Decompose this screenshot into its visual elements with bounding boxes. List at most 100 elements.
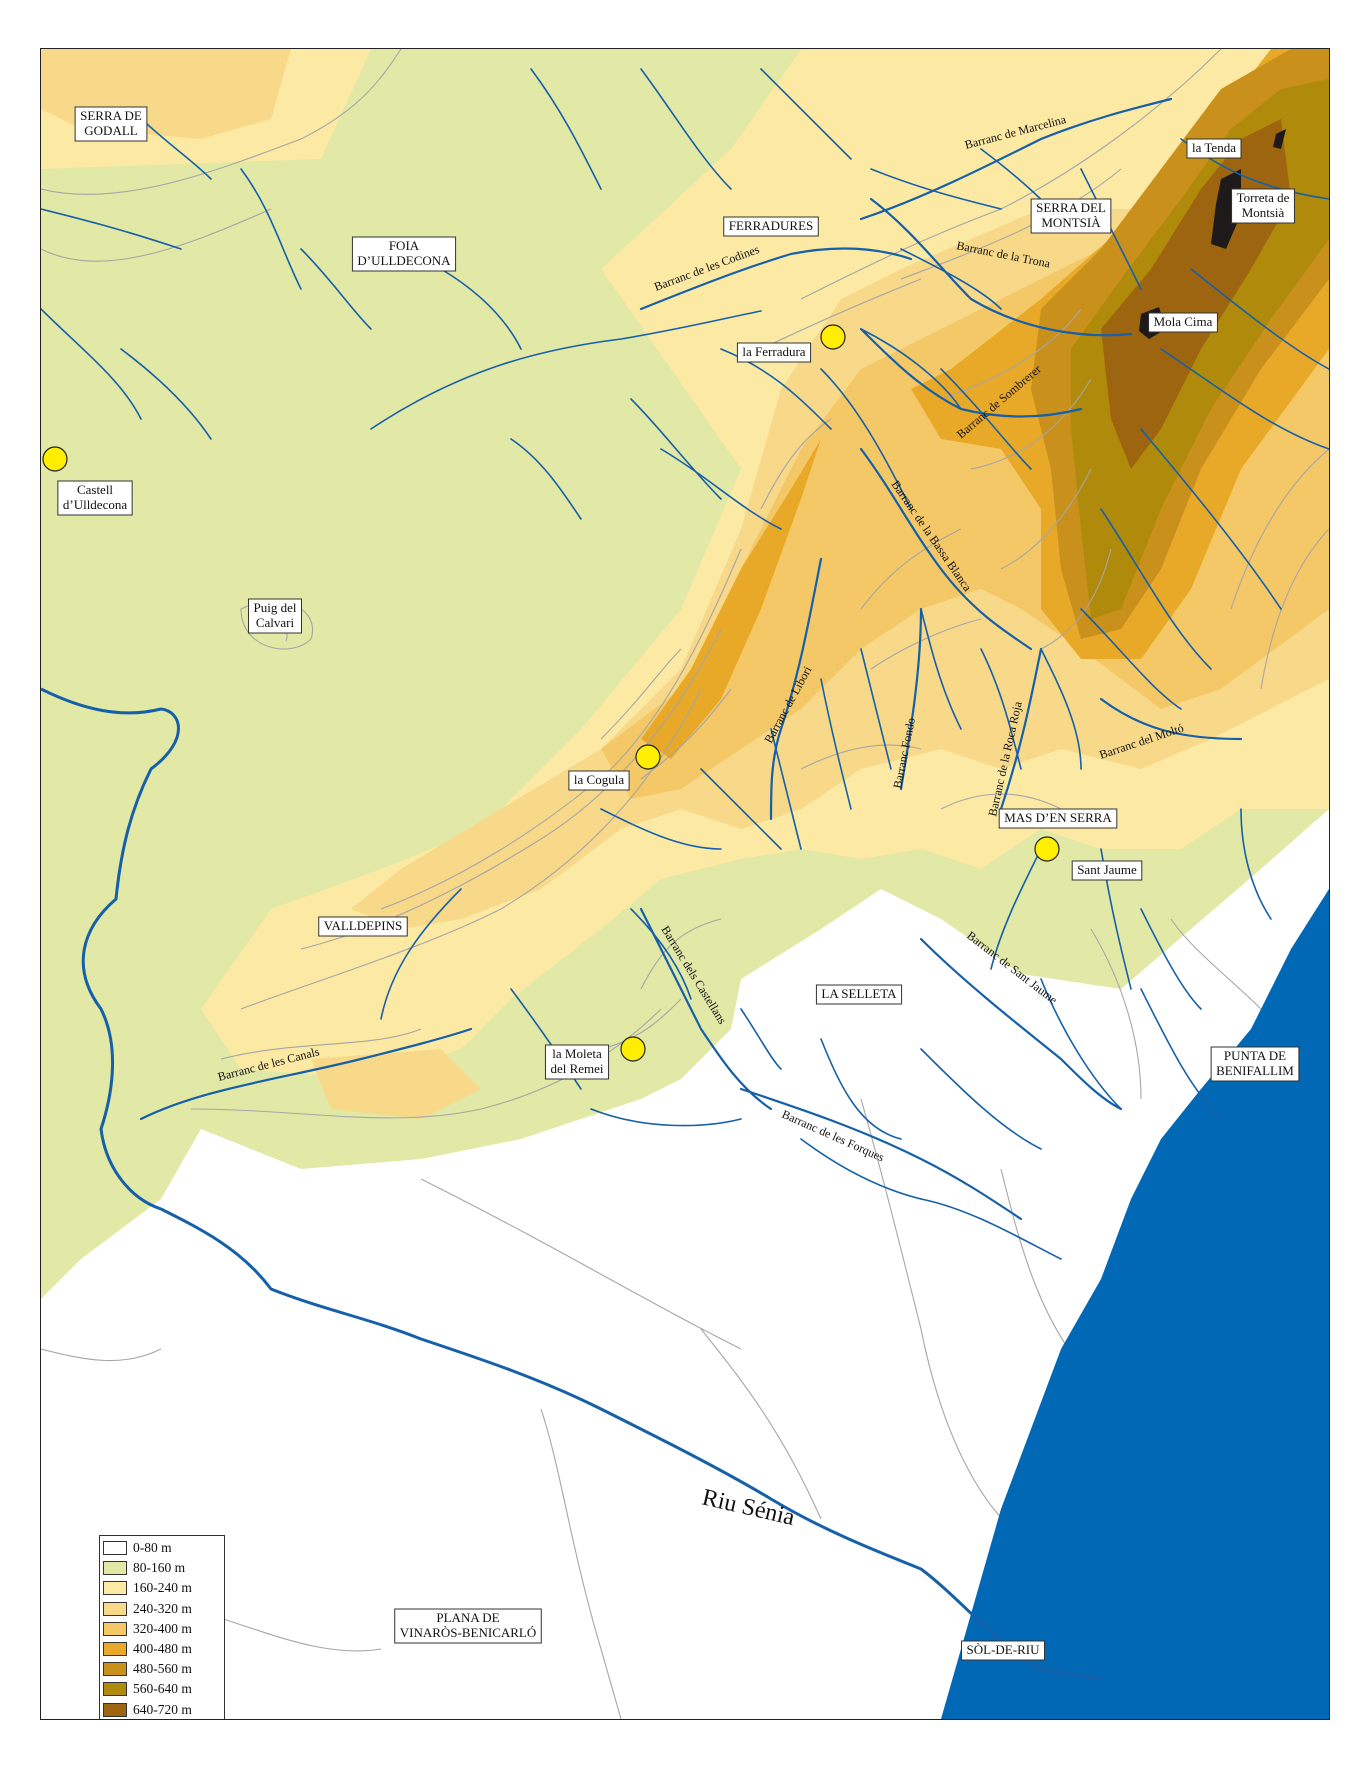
- legend-swatch: [103, 1601, 127, 1616]
- elevation-legend: 0-80 m 80-160 m 160-240 m 240-320 m 320-400 …: [99, 1535, 225, 1720]
- legend-swatch: [103, 1581, 127, 1596]
- label-line: del Remei: [550, 1061, 603, 1076]
- stream-network: [41, 68, 1329, 1260]
- label-box: [1148, 312, 1218, 333]
- label-box: [815, 984, 903, 1005]
- label-line: Calvari: [256, 615, 295, 630]
- label-box: [544, 1044, 610, 1080]
- legend-label: 160-240 m: [133, 1580, 192, 1596]
- label-box: [351, 236, 457, 272]
- label-box: [723, 216, 819, 237]
- legend-label: 480-560 m: [133, 1661, 192, 1677]
- label-box: [57, 480, 133, 516]
- place-label-sant-jaume: Sant Jaume: [1071, 860, 1143, 881]
- site-marker-ferradura: [820, 324, 846, 350]
- label-line: MONTSIÀ: [1041, 215, 1101, 230]
- legend-label: 640-720 m: [133, 1701, 192, 1717]
- topographic-map: Barranc de Marcelina Barranc de les Codi…: [41, 49, 1329, 1719]
- place-label-cogula: la Cogula: [568, 770, 630, 791]
- label-line: SÒL-DE-RIU: [967, 1642, 1041, 1657]
- label-box: [248, 598, 302, 634]
- site-marker-moleta: [620, 1036, 646, 1062]
- legend-swatch: [103, 1541, 127, 1556]
- legend-swatch: [103, 1682, 127, 1697]
- label-line: Torreta de: [1237, 190, 1290, 205]
- label-line: D’ULLDECONA: [357, 253, 451, 268]
- label-line: VINARÒS-BENICARLÓ: [400, 1625, 537, 1640]
- label-line: la Moleta: [552, 1046, 602, 1061]
- label-box: [394, 1608, 542, 1644]
- legend-label: 560-640 m: [133, 1681, 192, 1697]
- legend-item: 320-400 m: [103, 1619, 221, 1639]
- site-marker-cogula: [635, 744, 661, 770]
- place-label-ferradura: la Ferradura: [736, 342, 812, 363]
- label-line: FERRADURES: [729, 218, 814, 233]
- legend-swatch: [103, 1662, 127, 1677]
- label-box: [1186, 138, 1242, 159]
- label-box: [736, 342, 812, 363]
- legend-label: 400-480 m: [133, 1641, 192, 1657]
- legend-swatch: [103, 1561, 127, 1576]
- place-label-ferradures: FERRADURES: [723, 216, 819, 237]
- elevation-band-740-760: [1139, 129, 1286, 339]
- label-box: [1071, 860, 1143, 881]
- legend-item: 400-480 m: [103, 1639, 221, 1659]
- label-box: [74, 106, 148, 142]
- label-line: LA SELLETA: [821, 986, 897, 1001]
- label-line: la Tenda: [1192, 140, 1236, 155]
- label-box: [1030, 198, 1112, 234]
- label-line: Puig del: [254, 600, 297, 615]
- label-line: SERRA DE: [80, 108, 142, 123]
- place-label-valldepins: VALLDEPINS: [318, 916, 408, 937]
- riu-senia-river: [41, 687, 1102, 1681]
- legend-label: 80-160 m: [133, 1560, 186, 1576]
- legend-item: 0-80 m: [103, 1538, 221, 1558]
- legend-swatch: [103, 1702, 127, 1717]
- label-box: [961, 1640, 1045, 1661]
- label-line: GODALL: [84, 123, 137, 138]
- label-line: VALLDEPINS: [324, 918, 403, 933]
- label-box: [568, 770, 630, 791]
- label-line: MAS D’EN SERRA: [1004, 810, 1112, 825]
- legend-item: 240-320 m: [103, 1599, 221, 1619]
- site-marker-sant-jaume: [1034, 836, 1060, 862]
- label-line: PLANA DE: [436, 1610, 499, 1625]
- site-markers: [42, 324, 1060, 1062]
- label-line: FOIA: [389, 238, 420, 253]
- main-barrancs: [139, 97, 1243, 1221]
- legend-swatch: [103, 1621, 127, 1636]
- legend-item: 640-720 m: [103, 1700, 221, 1720]
- legend-item: 480-560 m: [103, 1659, 221, 1679]
- label-box: [998, 808, 1118, 829]
- legend-label: 0-80 m: [133, 1540, 172, 1556]
- label-box: [1231, 188, 1295, 224]
- river-label-riu-senia: Riu Sénia: [700, 1485, 798, 1532]
- label-line: PUNTA DE: [1224, 1048, 1286, 1063]
- contour-lines: [41, 49, 1329, 1719]
- legend-label: 240-320 m: [133, 1600, 192, 1616]
- site-marker-castell: [42, 446, 68, 472]
- label-line: la Ferradura: [742, 344, 805, 359]
- label-line: la Cogula: [574, 772, 624, 787]
- label-line: Montsià: [1242, 205, 1285, 220]
- place-label-tenda: la Tenda: [1186, 138, 1242, 159]
- label-line: Mola Cima: [1154, 314, 1213, 329]
- label-box: [318, 916, 408, 937]
- legend-swatch: [103, 1642, 127, 1657]
- legend-item: 560-640 m: [103, 1679, 221, 1699]
- sea: [941, 889, 1329, 1719]
- label-line: d’Ulldecona: [63, 497, 127, 512]
- label-line: SERRA DEL: [1036, 200, 1106, 215]
- label-line: BENIFALLIM: [1216, 1063, 1294, 1078]
- legend-item: 160-240 m: [103, 1578, 221, 1598]
- place-label-sol-de-riu: SÒL-DE-RIU: [961, 1640, 1045, 1661]
